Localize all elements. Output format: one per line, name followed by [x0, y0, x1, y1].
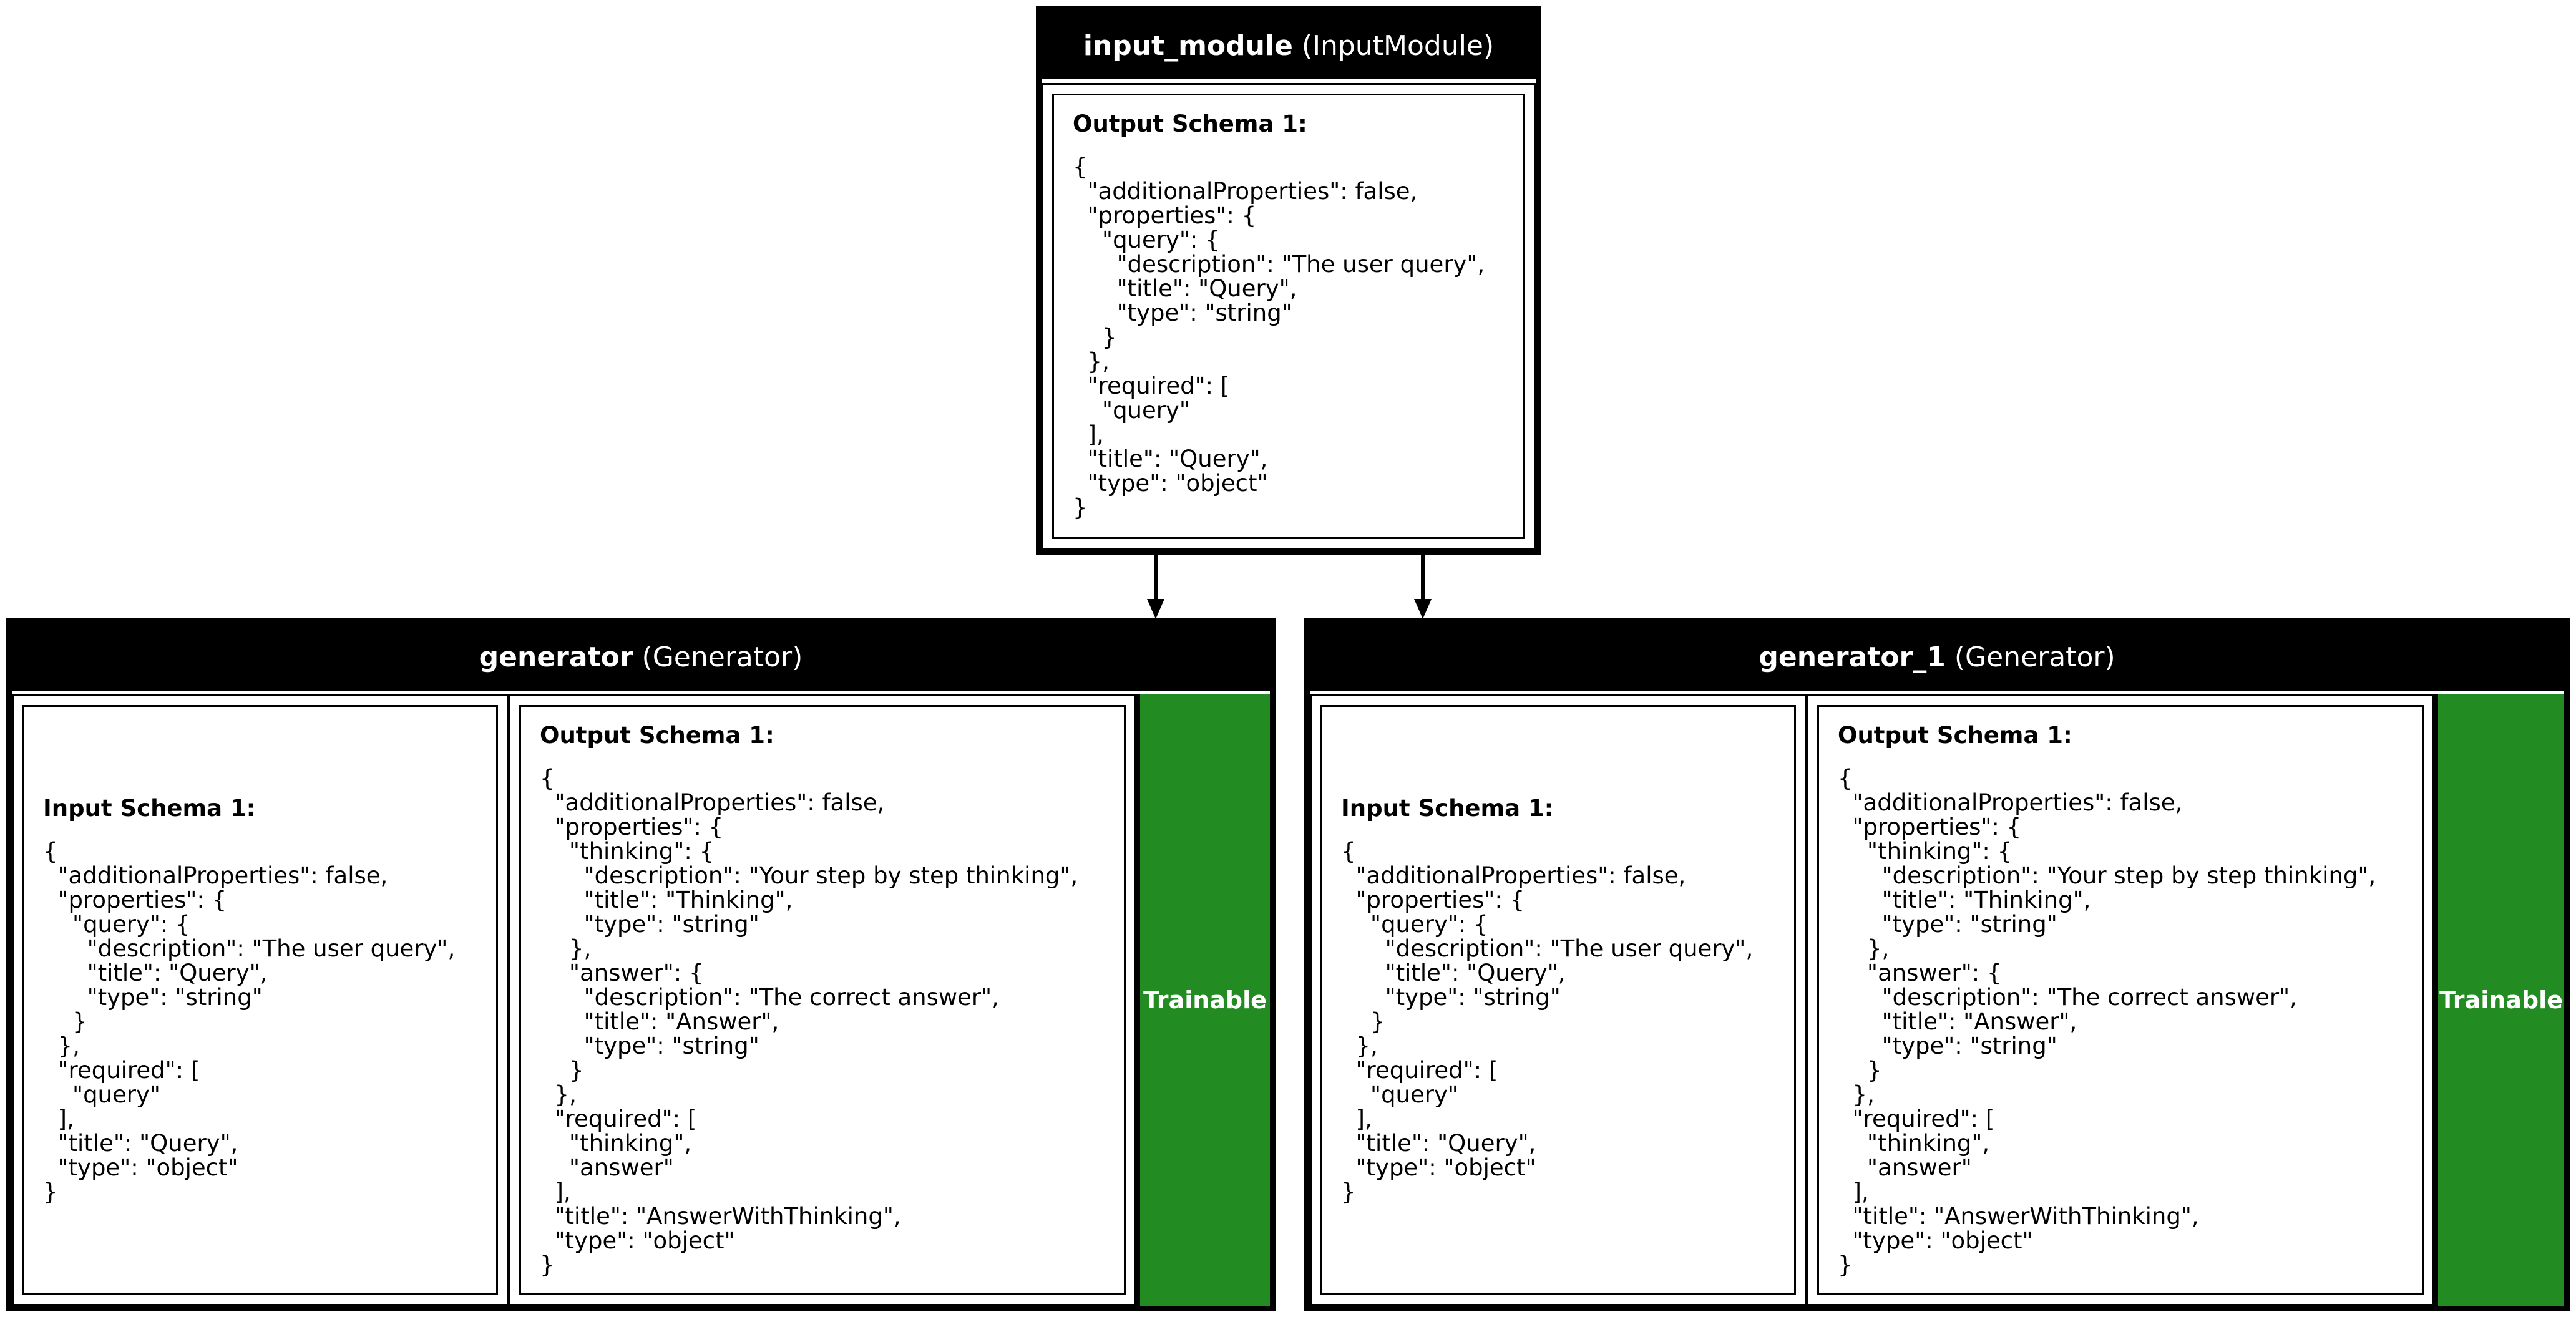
output-schema-body: { "additionalProperties": false, "proper… — [1073, 153, 1485, 521]
output-schema-frame: Output Schema 1: { "additionalProperties… — [1817, 705, 2424, 1295]
node-name: input_module — [1083, 29, 1293, 62]
input-schema-panel: Input Schema 1: { "additionalProperties"… — [12, 694, 509, 1306]
input-schema-title: Input Schema 1: — [1341, 795, 1554, 822]
output-schema-frame: Output Schema 1: { "additionalProperties… — [1052, 94, 1525, 539]
node-generator-1[interactable]: generator_1 (Generator) Input Schema 1: … — [1304, 618, 2570, 1311]
input-schema-title: Input Schema 1: — [43, 795, 256, 822]
input-schema-frame: Input Schema 1: { "additionalProperties"… — [1320, 705, 1796, 1295]
output-schema-panel: Output Schema 1: { "additionalProperties… — [1042, 83, 1536, 550]
arrowhead-generator-1 — [1414, 599, 1432, 619]
arrowhead-generator — [1147, 599, 1164, 619]
node-header: generator (Generator) — [12, 623, 1270, 691]
output-schema-title: Output Schema 1: — [1838, 722, 2072, 749]
input-schema-panel: Input Schema 1: { "additionalProperties"… — [1310, 694, 1807, 1306]
input-schema-body: { "additionalProperties": false, "proper… — [43, 838, 456, 1205]
output-schema-panel: Output Schema 1: { "additionalProperties… — [1807, 694, 2434, 1306]
node-class: (Generator) — [1954, 641, 2115, 673]
node-header: generator_1 (Generator) — [1310, 623, 2564, 691]
node-name: generator — [479, 641, 633, 673]
output-schema-frame: Output Schema 1: { "additionalProperties… — [519, 705, 1126, 1295]
output-schema-body: { "additionalProperties": false, "proper… — [540, 765, 1078, 1278]
trainable-badge: Trainable — [1136, 694, 1270, 1306]
node-input-module[interactable]: input_module (InputModule) Output Schema… — [1036, 6, 1541, 555]
input-schema-frame: Input Schema 1: { "additionalProperties"… — [22, 705, 498, 1295]
output-schema-title: Output Schema 1: — [540, 722, 774, 749]
node-name: generator_1 — [1759, 641, 1946, 673]
output-schema-body: { "additionalProperties": false, "proper… — [1838, 765, 2376, 1278]
node-generator[interactable]: generator (Generator) Input Schema 1: { … — [6, 618, 1276, 1311]
node-class: (InputModule) — [1301, 29, 1495, 62]
node-header: input_module (InputModule) — [1042, 12, 1536, 79]
trainable-badge: Trainable — [2434, 694, 2564, 1306]
input-schema-body: { "additionalProperties": false, "proper… — [1341, 838, 1754, 1205]
output-schema-panel: Output Schema 1: { "additionalProperties… — [509, 694, 1136, 1306]
node-class: (Generator) — [642, 641, 803, 673]
output-schema-title: Output Schema 1: — [1073, 110, 1307, 137]
